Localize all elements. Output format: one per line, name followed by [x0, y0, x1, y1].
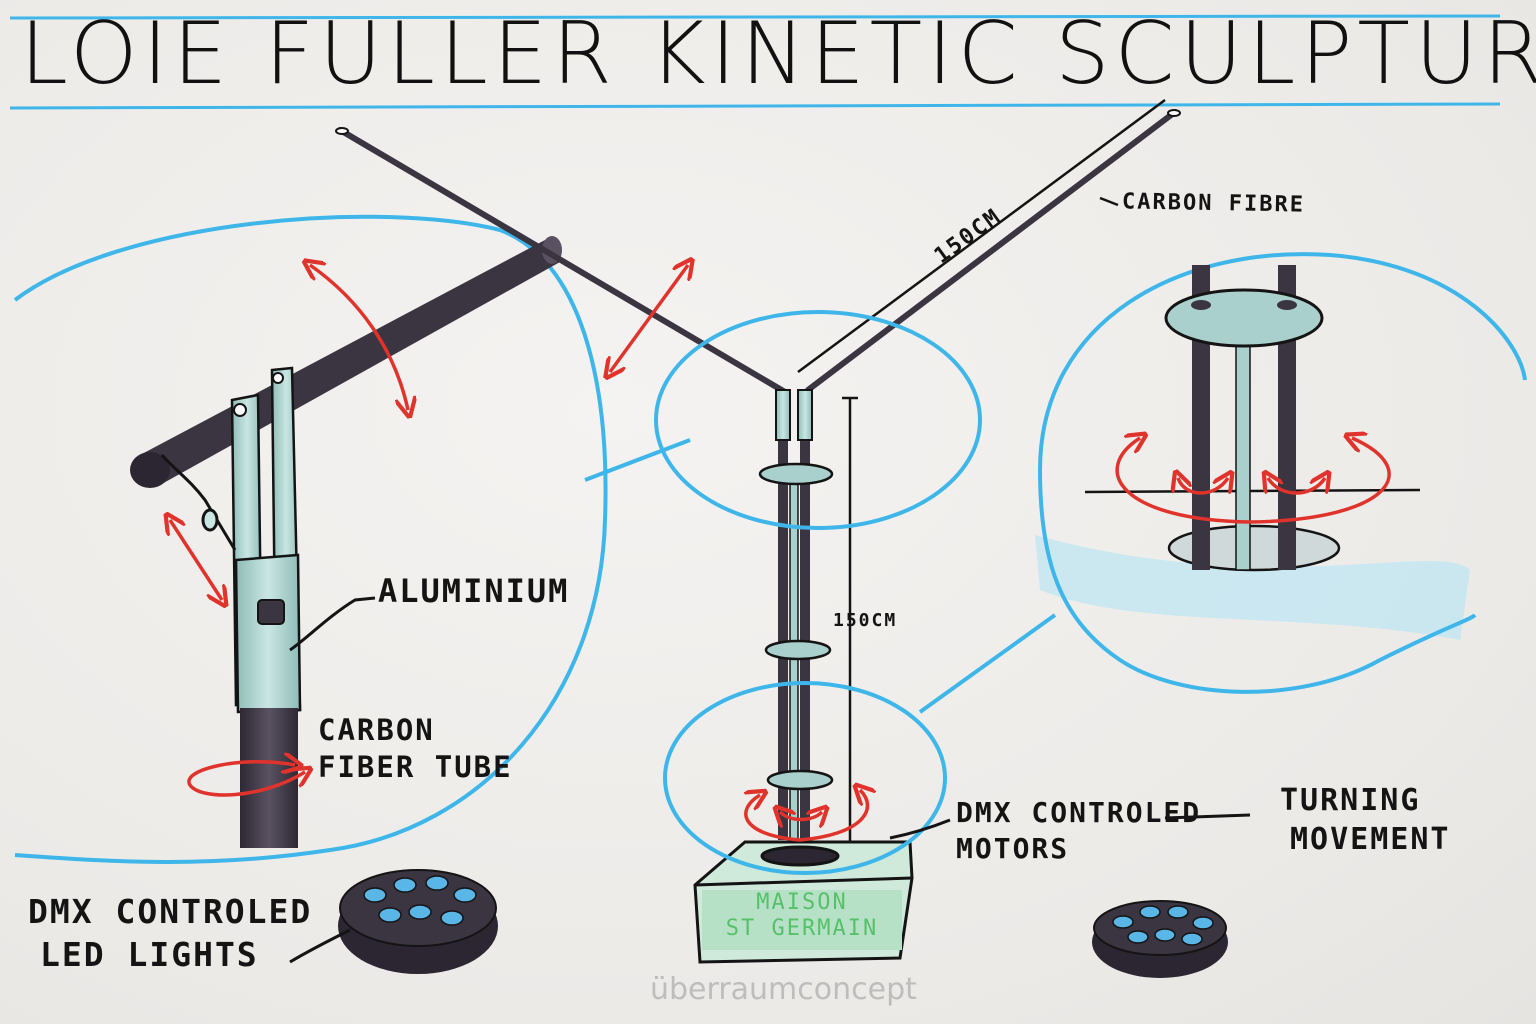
led-leader [289, 928, 351, 964]
label-carbon-fiber-tube-1: CARBON [318, 713, 435, 747]
label-aluminium: ALUMINIUM [378, 572, 570, 610]
carbon-fibre-rods [337, 109, 1178, 395]
center-leaders [889, 818, 951, 840]
base-box [693, 840, 914, 964]
arm-tube [130, 236, 562, 488]
base-box-line1: MAISON [756, 890, 848, 915]
label-dmx-led-2: LED LIGHTS [40, 935, 259, 974]
rod-tips [335, 109, 1181, 135]
central-column [758, 389, 834, 851]
watermark: überraumconcept [650, 972, 917, 1007]
center-bubbles [654, 310, 1057, 875]
label-length-side: 150CM [833, 610, 898, 631]
right-detail-bubble [1035, 252, 1527, 694]
page-title: LOIE FULLER KINETIC SCULPTURE [20, 4, 1536, 104]
led-light-icon [1092, 900, 1228, 978]
left-detail-bubble [13, 214, 691, 864]
aluminium-bracket [230, 366, 302, 714]
label-turning-2: MOVEMENT [1290, 822, 1451, 857]
label-dmx-motors-2: MOTORS [956, 832, 1070, 865]
title-guidelines [9, 14, 1501, 110]
label-turning-1: TURNING [1280, 783, 1421, 818]
label-dmx-motors-1: DMX CONTROLED [956, 796, 1202, 829]
left-leaders [289, 596, 376, 652]
label-carbon-fiber-tube-2: FIBER TUBE [318, 750, 513, 784]
base-box-line2: ST GERMAIN [725, 916, 879, 942]
right-leaders [1164, 813, 1251, 820]
led-light-icon [338, 869, 498, 974]
right-arrows [1115, 438, 1391, 524]
label-dmx-led-1: DMX CONTROLED [28, 892, 313, 931]
base-box-text: MAISON ST GERMAIN [702, 890, 902, 943]
left-arrows [170, 265, 408, 797]
label-carbon-fibre: CARBON FIBRE [1121, 189, 1306, 218]
carbon-fiber-tube [240, 708, 298, 848]
center-arrows [610, 265, 868, 842]
